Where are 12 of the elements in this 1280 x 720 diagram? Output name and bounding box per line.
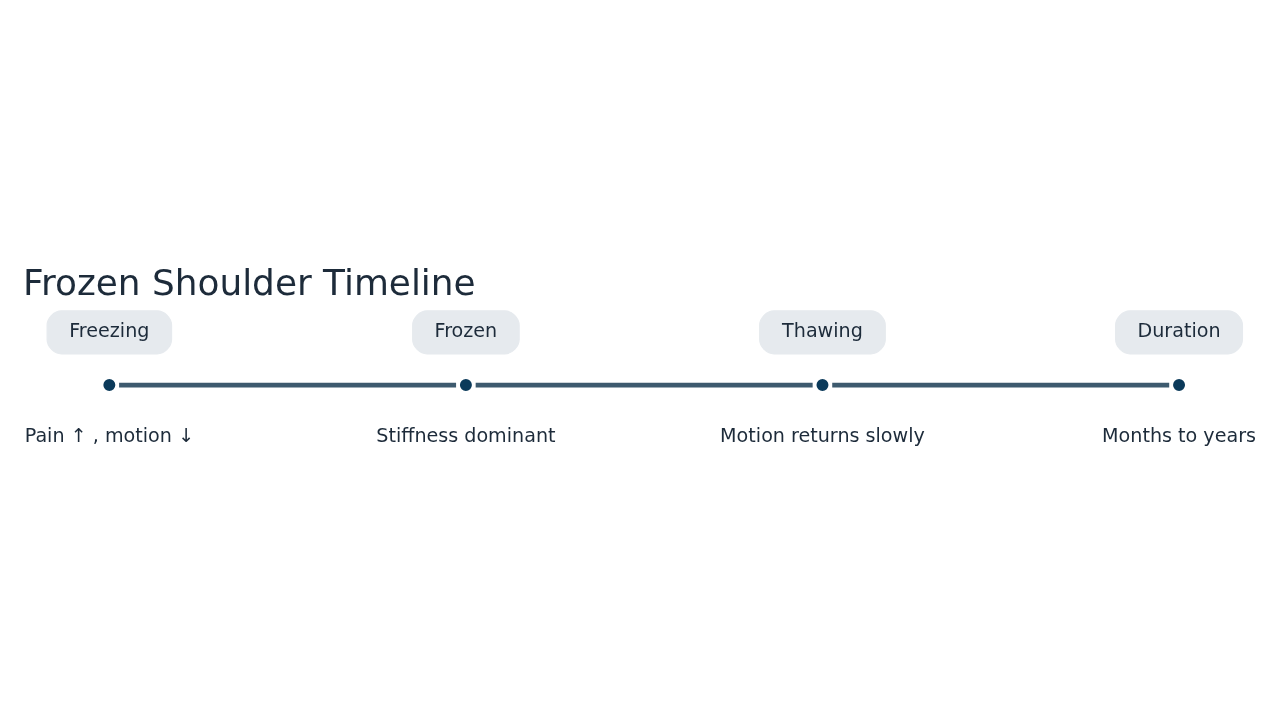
diagram-title: Frozen Shoulder Timeline <box>22 261 476 303</box>
connector <box>119 382 457 387</box>
node-box: Duration <box>1115 309 1244 355</box>
node-box: Frozen <box>412 309 520 355</box>
node-box: Thawing <box>759 309 886 355</box>
node-label: Months to years <box>1102 423 1256 447</box>
node-label: Stiffness dominant <box>376 423 556 447</box>
node-label: Motion returns slowly <box>720 423 925 447</box>
connector <box>475 382 813 387</box>
node-label: Pain ↑ , motion ↓ <box>24 423 194 447</box>
connector <box>832 382 1170 387</box>
node-box: Freezing <box>46 309 173 355</box>
